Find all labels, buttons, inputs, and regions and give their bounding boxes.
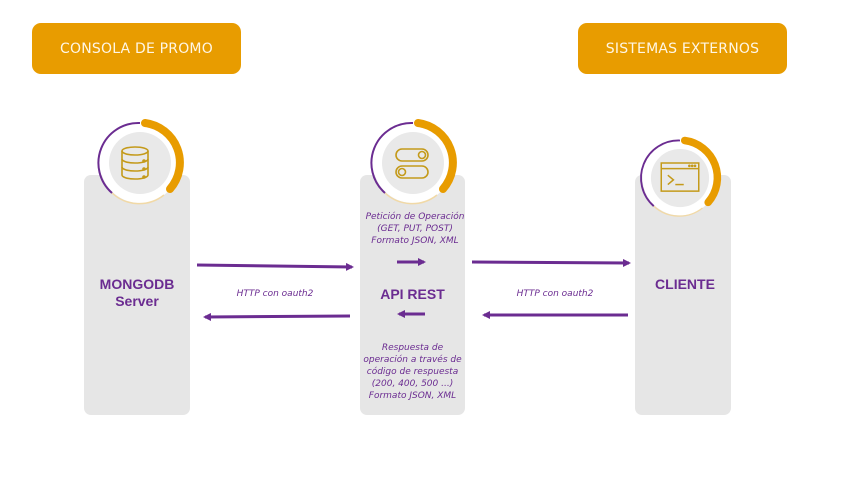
api-response-note: Respuesta de operación a través de códig… xyxy=(350,342,475,402)
cliente-label: CLIENTE xyxy=(655,276,715,292)
terminal-window-icon xyxy=(660,162,700,192)
database-icon xyxy=(121,146,149,180)
header-sistemas-externos: SISTEMAS EXTERNOS xyxy=(578,23,787,74)
api-response-note-line: Respuesta de xyxy=(381,343,444,353)
mongodb-label-line2: Server xyxy=(115,293,159,309)
arrow-api-to-cliente xyxy=(471,258,631,267)
api-response-note-line: operación a través de xyxy=(363,355,462,365)
mongodb-label-line1: MONGODB xyxy=(99,276,175,292)
right-link-label: HTTP con oauth2 xyxy=(516,289,594,299)
left-link-label: HTTP con oauth2 xyxy=(236,289,314,299)
mongodb-label: MONGODB Server xyxy=(84,276,190,310)
api-request-note-line: Formato JSON, XML xyxy=(371,236,459,246)
api-rest-ring xyxy=(370,119,457,205)
api-response-note-line: Formato JSON, XML xyxy=(368,391,457,401)
arrow-mongodb-to-api xyxy=(196,262,354,271)
api-request-note-line: (GET, PUT, POST) xyxy=(377,224,453,234)
header-consola-label: CONSOLA DE PROMO xyxy=(60,40,213,57)
toggle-switches-icon xyxy=(395,148,429,179)
mongodb-panel xyxy=(84,175,190,415)
header-consola-de-promo: CONSOLA DE PROMO xyxy=(32,23,241,74)
api-response-note-line: (200, 400, 500 ...) xyxy=(371,379,454,389)
arrow-api-to-mongodb xyxy=(203,312,351,321)
mongodb-ring xyxy=(97,119,184,205)
api-rest-panel xyxy=(360,175,465,415)
header-sistemas-label: SISTEMAS EXTERNOS xyxy=(605,40,760,57)
api-rest-label: API REST xyxy=(380,286,445,302)
cliente-ring xyxy=(640,136,722,217)
api-request-note: Petición de Operación (GET, PUT, POST) F… xyxy=(355,211,475,247)
api-response-note-line: código de respuesta xyxy=(366,367,459,377)
api-request-note-line: Petición de Operación xyxy=(365,212,465,222)
